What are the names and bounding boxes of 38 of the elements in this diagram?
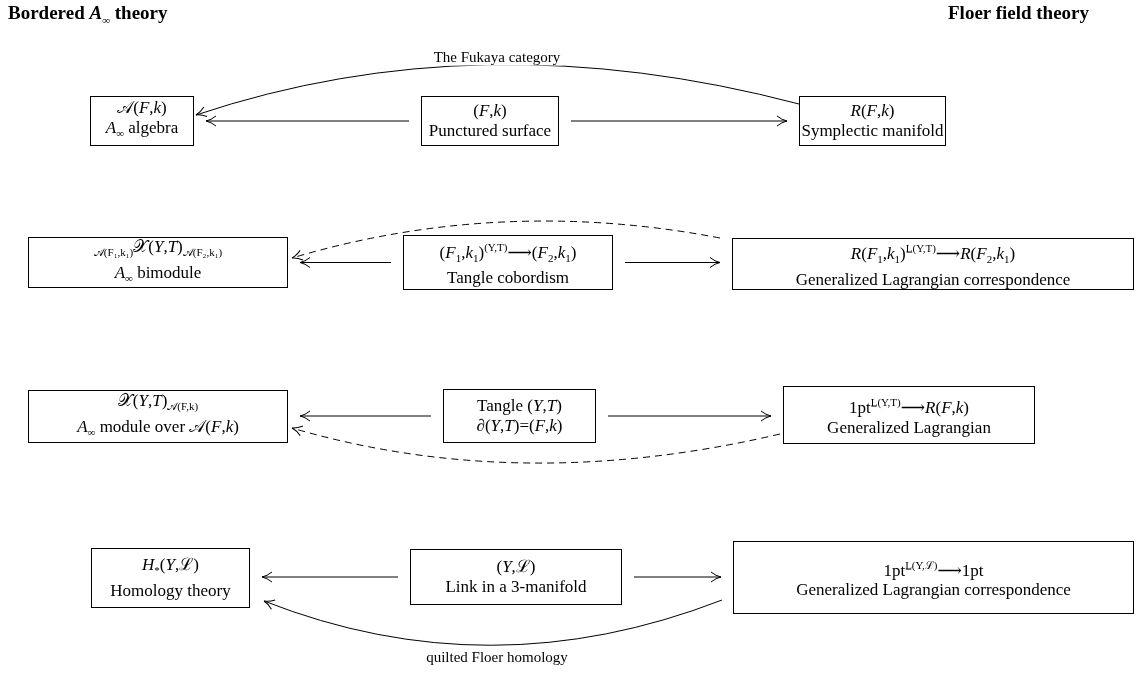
- math-expression: R(F,k): [850, 101, 895, 121]
- math-expression: 1pt$^{L̲(Y,T)}$⟶R(F,k): [848, 395, 970, 418]
- node-text: Link in a 3-manifold: [445, 577, 587, 597]
- node-text: ∂(Y,T)=(F,k): [476, 416, 563, 436]
- labeled-box: [732, 238, 1134, 290]
- node-text: A$_{∞}$ bimodule: [114, 262, 202, 286]
- labeled-box: [733, 541, 1134, 614]
- node-text: Symplectic manifold: [801, 121, 944, 141]
- node-text: Generalized Lagrangian: [827, 417, 991, 438]
- math-expression: (F$_{1}$,k$_{1}$)$^{(Y,T)}$⟶(F$_{2}$,k$_{1}$): [439, 239, 577, 266]
- math-expression: H$_{*}$(Y,ℒ): [142, 555, 199, 579]
- node-text: A$_{∞}$ module over 𝒜(F,k): [77, 416, 239, 440]
- math-expression: Tangle (Y,T): [477, 396, 562, 416]
- labeled-box: [403, 235, 613, 290]
- node-text: Tangle cobordism: [447, 268, 569, 288]
- labeled-box: [28, 237, 288, 288]
- labeled-box: [90, 96, 194, 146]
- math-expression: 𝒜(F,k): [117, 98, 167, 119]
- labeled-box: [799, 96, 946, 146]
- column-heading: Floer field theory: [948, 2, 1090, 24]
- labeled-box: [28, 390, 288, 443]
- labeled-box: [443, 389, 596, 443]
- math-expression: (Y,ℒ): [496, 557, 536, 577]
- labeled-box: [91, 548, 250, 608]
- labeled-box: [410, 549, 622, 605]
- node-text: Punctured surface: [428, 121, 552, 141]
- node-text: Generalized Lagrangian correspondence: [795, 269, 1071, 290]
- math-expression: 1pt$^{L̲(Y,ℒ)}$⟶1pt: [883, 557, 984, 581]
- node-text: Homology theory: [110, 580, 231, 601]
- node-text: Generalized Lagrangian correspondence: [796, 580, 1071, 601]
- math-expression: $_{𝒜(F₁,k₁)}$𝒳(Y,T)$_{𝒜(F₂,k₁)}$: [93, 237, 223, 261]
- math-expression: R(F$_{1}$,k$_{1}$)$^{L̲(Y,T)}$⟶R(F$_{2}$,k$_{1}$): [850, 241, 1016, 268]
- math-expression: (F,k): [473, 101, 507, 121]
- labeled-box: [783, 386, 1035, 444]
- labeled-box: [421, 96, 559, 146]
- math-expression: 𝒳(Y,T)$_{𝒜(F,k)}$: [117, 391, 199, 415]
- node-text: A$_{∞}$ algebra: [105, 118, 179, 142]
- column-heading: Bordered A$_{∞}$ theory: [8, 2, 168, 26]
